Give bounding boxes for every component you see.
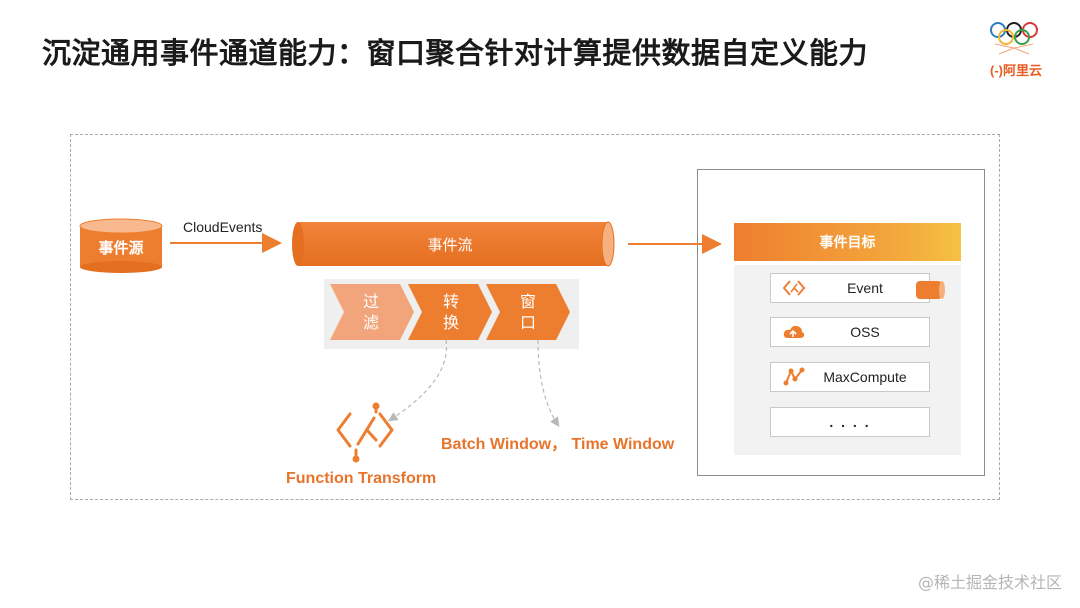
event-stream-label: 事件流: [427, 236, 473, 254]
event-source-label: 事件源: [98, 239, 144, 257]
step-window-chevron: [486, 284, 570, 340]
brand-logo: [985, 18, 1055, 98]
maxcompute-icon: [781, 366, 807, 388]
transform-dashed-arrow: [387, 339, 448, 422]
target-item-label: . . . .: [829, 414, 871, 430]
target-item-label: Event: [847, 280, 883, 296]
target-item-label: MaxCompute: [823, 369, 907, 385]
step-transform-label: 转 换: [442, 292, 459, 332]
target-item-label: OSS: [850, 324, 880, 340]
event-source-cylinder: [79, 218, 163, 273]
watermark: @稀土掘金技术社区: [917, 573, 1062, 592]
step-window-label: 窗 口: [519, 292, 536, 332]
window-dashed-arrow: [537, 339, 560, 427]
target-item-maxcompute: MaxCompute: [770, 362, 930, 392]
step-filter-chevron: [330, 284, 414, 340]
step-filter-label: 过 滤: [362, 292, 379, 332]
target-item-oss: OSS: [770, 317, 930, 347]
slide-title: 沉淀通用事件通道能力：窗口聚合针对计算提供数据自定义能力: [42, 36, 869, 70]
step-transform-chevron: [408, 284, 492, 340]
cloudevents-label: CloudEvents: [183, 219, 263, 235]
target-header: 事件目标: [734, 223, 961, 261]
target-item-more: . . . .: [770, 407, 930, 437]
cloud-storage-icon: [781, 321, 807, 343]
function-transform-icon: [336, 402, 394, 463]
target-item-event: Event: [770, 273, 930, 303]
brand-name: (-)阿里云: [990, 63, 1042, 78]
event-bridge-icon: [781, 277, 807, 299]
event-stream-pipe: [292, 221, 615, 267]
window-types-label: Batch Window， Time Window: [441, 436, 675, 453]
function-transform-label: Function Transform: [286, 470, 437, 487]
pipeline-frame: [70, 134, 1000, 500]
event-stub-cylinder: [916, 281, 945, 299]
